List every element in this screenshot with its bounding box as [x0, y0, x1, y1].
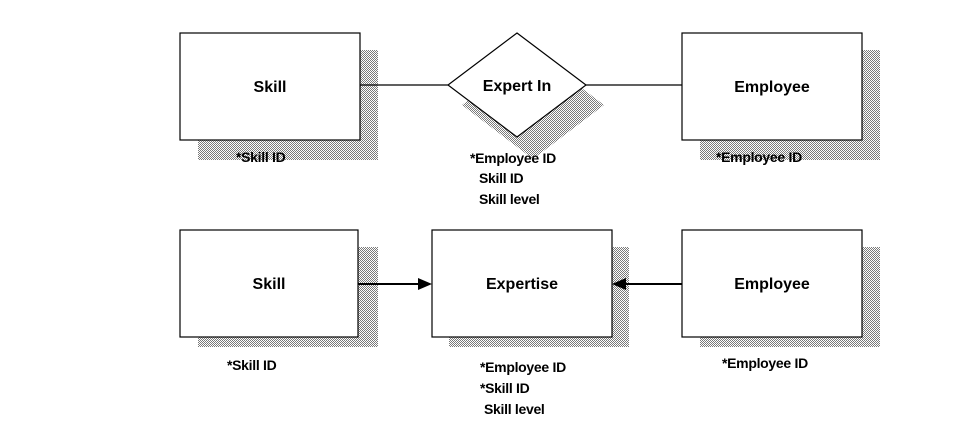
- skill-entity-title: Skill: [254, 79, 287, 96]
- skill-entity-box: [179, 32, 361, 141]
- expertise-attribute-employee-id: *Employee ID: [480, 359, 566, 375]
- employee-table: Employee: [681, 229, 880, 347]
- er-row: Skill *Skill ID Expert In *Employee ID S…: [179, 32, 880, 207]
- expert-in-attribute-skill-level: Skill level: [479, 191, 540, 207]
- relational-row: Skill *Skill ID Expertise *Employee ID *…: [179, 229, 880, 417]
- expertise-attribute-skill-level: Skill level: [484, 401, 545, 417]
- expert-in-diamond: [447, 32, 587, 138]
- expertise-attribute-skill-id: *Skill ID: [480, 380, 530, 396]
- skill-to-expertise-arrow: [358, 278, 432, 290]
- skill-to-expertise-arrowhead: [418, 278, 432, 290]
- employee-entity-attribute: *Employee ID: [716, 149, 802, 165]
- employee-to-expertise-arrowhead: [612, 278, 626, 290]
- skill-entity: Skill: [179, 32, 378, 160]
- employee-table-attribute: *Employee ID: [722, 355, 808, 371]
- expertise-table-box: [431, 229, 613, 338]
- expertise-table: Expertise: [431, 229, 629, 347]
- employee-entity-title: Employee: [734, 79, 810, 96]
- employee-table-title: Employee: [734, 276, 810, 293]
- employee-entity: Employee: [681, 32, 880, 160]
- skill-table-box: [179, 229, 359, 338]
- expertise-table-title: Expertise: [486, 276, 558, 293]
- skill-table-attribute: *Skill ID: [227, 357, 277, 373]
- expert-in-attribute-skill-id: Skill ID: [479, 170, 523, 186]
- expert-in-relationship: Expert In: [447, 32, 604, 159]
- skill-table-title: Skill: [253, 276, 286, 293]
- employee-entity-box: [681, 32, 863, 141]
- skill-entity-attribute: *Skill ID: [236, 149, 286, 165]
- employee-to-expertise-arrow: [612, 278, 682, 290]
- employee-table-box: [681, 229, 863, 338]
- expert-in-title: Expert In: [483, 78, 551, 95]
- skill-table: Skill: [179, 229, 378, 347]
- expert-in-attribute-employee-id: *Employee ID: [470, 150, 556, 166]
